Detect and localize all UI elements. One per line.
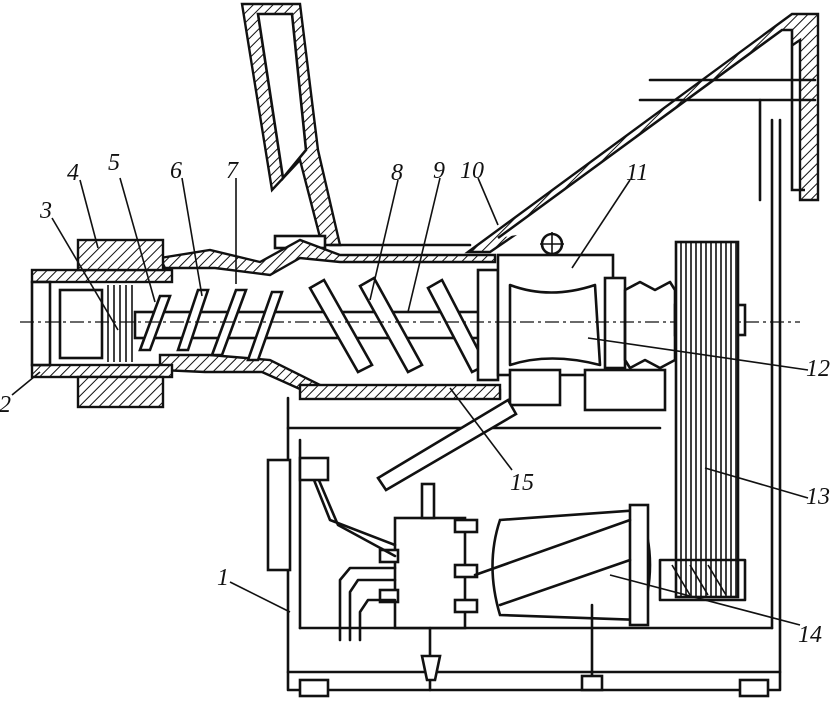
label-9: 9 — [433, 158, 445, 184]
die-head — [30, 238, 174, 409]
screw — [133, 268, 500, 382]
screw-flights-small — [138, 288, 284, 362]
discharge-chute — [376, 398, 518, 492]
label-12: 12 — [806, 356, 830, 382]
label-2: 2 — [0, 392, 11, 418]
label-4: 4 — [67, 160, 79, 186]
barrel-housing — [158, 238, 502, 401]
die-plates — [107, 285, 133, 362]
label-15: 15 — [510, 470, 534, 496]
part-labels: 1 2 3 4 5 6 7 8 9 10 11 12 13 14 15 — [0, 150, 830, 648]
label-13: 13 — [806, 484, 830, 510]
hopper — [240, 2, 820, 254]
leader-lines — [11, 177, 809, 626]
motor-gearbox — [298, 456, 652, 692]
label-3: 3 — [39, 198, 52, 224]
label-5: 5 — [108, 150, 120, 176]
label-1: 1 — [217, 565, 229, 591]
label-14: 14 — [798, 622, 822, 648]
screw-flights-large — [308, 276, 488, 374]
label-6: 6 — [170, 158, 182, 184]
label-8: 8 — [391, 160, 403, 186]
label-7: 7 — [226, 158, 239, 184]
belt-drive — [658, 240, 747, 602]
pulley-grooves — [623, 280, 677, 370]
label-10: 10 — [460, 158, 484, 184]
frame — [266, 118, 782, 698]
label-11: 11 — [626, 160, 648, 186]
